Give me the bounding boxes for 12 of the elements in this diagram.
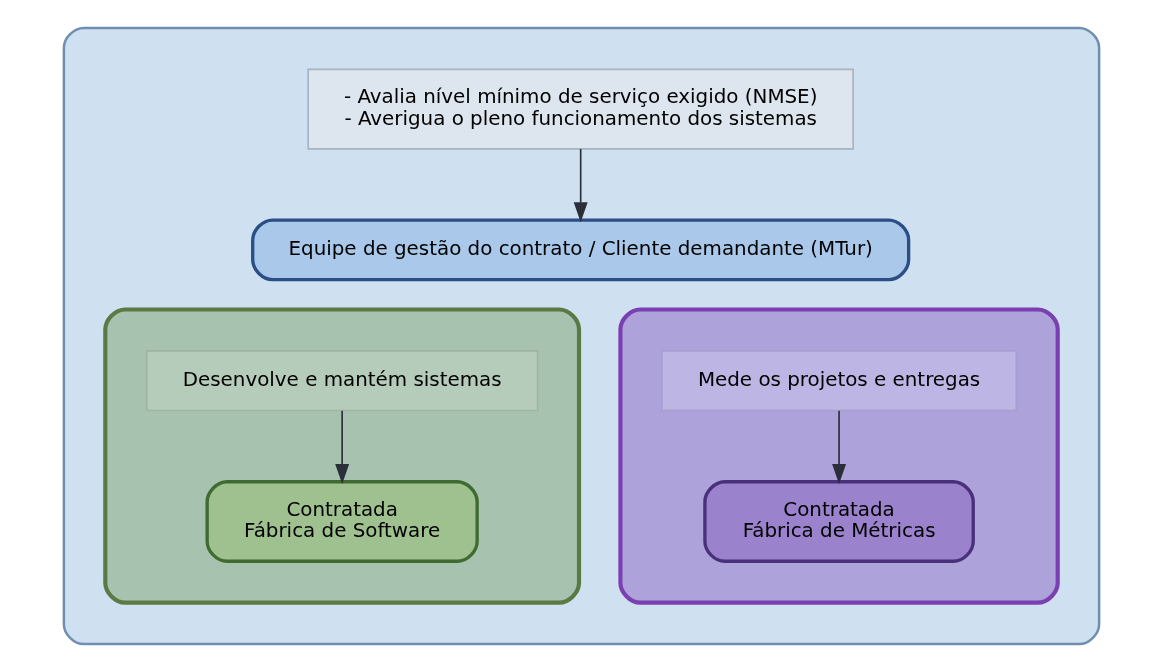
node-box: Desenvolve e mantém sistemas	[145, 350, 539, 412]
cluster	[103, 307, 582, 605]
cluster	[618, 307, 1060, 605]
arrow	[335, 410, 350, 484]
node-box: Contratada Fábrica de Métricas	[703, 480, 975, 563]
node-box: Contratada Fábrica de Software	[205, 480, 479, 563]
cluster	[62, 26, 1101, 646]
arrow	[573, 148, 588, 223]
node-box: Mede os projetos e entregas	[661, 350, 1018, 412]
arrow	[832, 410, 847, 484]
node-box: - Avalia nível mínimo de serviço exigido (NMSE) - Averigua o pleno funcionamento dos sistemas	[307, 68, 854, 150]
node-box: Equipe de gestão do contrato / Cliente demandante (MTur)	[251, 218, 911, 282]
